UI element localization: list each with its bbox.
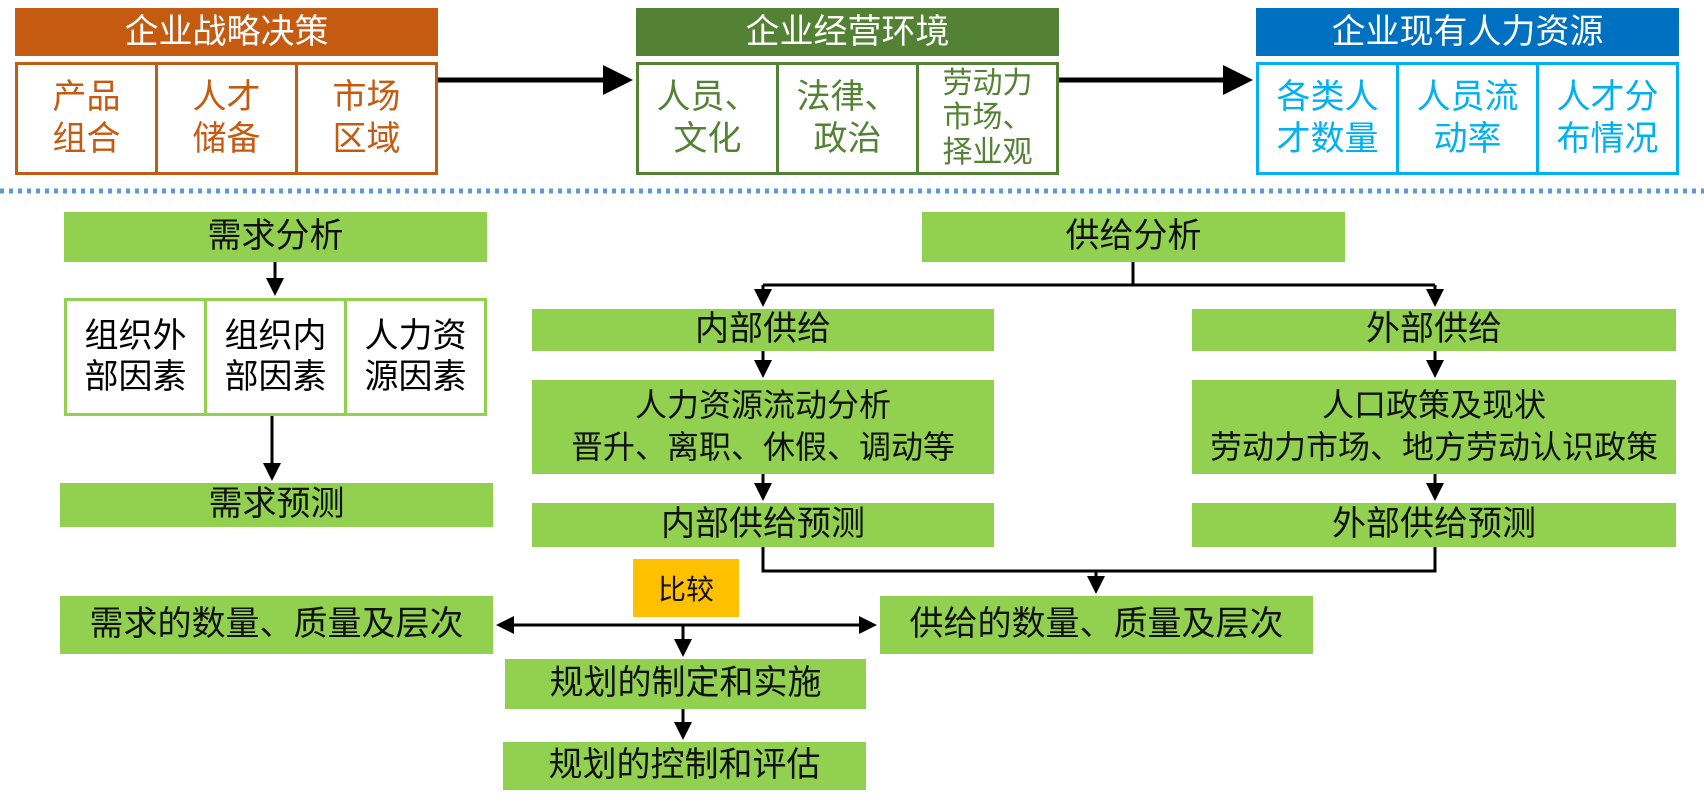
environment-item-culture: 人员、 文化 xyxy=(639,65,779,172)
demand-forecast-label: 需求预测 xyxy=(208,484,345,525)
external-supply-label: 外部供给 xyxy=(1366,309,1502,350)
supply-analysis: 供给分析 xyxy=(922,212,1345,262)
strategy-items: 产品 组合 人才 储备 市场 区域 xyxy=(15,62,438,175)
environment-items: 人员、 文化 法律、 政治 劳动力 市场、 择业观 xyxy=(636,62,1059,175)
supply-result-label: 供给的数量、质量及层次 xyxy=(909,604,1284,645)
plan-control-label: 规划的控制和评估 xyxy=(548,745,821,786)
compare-label: 比较 xyxy=(657,573,714,606)
plan-make: 规划的制定和实施 xyxy=(505,659,866,709)
environment-item-law: 法律、 政治 xyxy=(779,65,919,172)
internal-detail: 人力资源流动分析 晋升、离职、休假、调动等 xyxy=(532,380,994,474)
plan-make-label: 规划的制定和实施 xyxy=(549,663,822,704)
factor-external: 组织外 部因素 xyxy=(67,301,207,413)
environment-title: 企业经营环境 xyxy=(745,12,950,52)
supply-merge-line xyxy=(761,547,1437,573)
internal-supply-label: 内部供给 xyxy=(695,309,831,350)
supply-result: 供给的数量、质量及层次 xyxy=(880,596,1313,654)
external-detail-label: 人口政策及现状 劳动力市场、地方劳动认识政策 xyxy=(1209,386,1658,466)
resources-item-distribution: 人才分 布情况 xyxy=(1556,77,1659,159)
demand-factors: 组织外 部因素 组织内 部因素 人力资 源因素 xyxy=(64,298,487,416)
strategy-item-market: 市场 区域 xyxy=(332,77,401,159)
demand-analysis-label: 需求分析 xyxy=(207,216,344,257)
external-forecast: 外部供给预测 xyxy=(1192,503,1676,547)
resources-title: 企业现有人力资源 xyxy=(1331,12,1604,52)
compare-badge: 比较 xyxy=(633,559,739,617)
internal-detail-label: 人力资源流动分析 晋升、离职、休假、调动等 xyxy=(570,386,955,466)
environment-item-labor: 劳动力 市场、 择业观 xyxy=(942,65,1033,170)
internal-forecast: 内部供给预测 xyxy=(532,503,994,547)
resources-item-quantity: 各类人 才数量 xyxy=(1259,65,1399,172)
external-detail: 人口政策及现状 劳动力市场、地方劳动认识政策 xyxy=(1192,380,1676,474)
factor-hr: 人力资 源因素 xyxy=(364,315,467,397)
resources-items: 各类人 才数量 人员流 动率 人才分 布情况 xyxy=(1256,62,1679,175)
resources-item-turnover: 人员流 动率 xyxy=(1399,65,1539,172)
supply-analysis-label: 供给分析 xyxy=(1065,216,1202,257)
external-supply: 外部供给 xyxy=(1192,309,1676,351)
external-forecast-label: 外部供给预测 xyxy=(1332,504,1536,545)
environment-header: 企业经营环境 xyxy=(636,8,1059,56)
strategy-header: 企业战略决策 xyxy=(15,8,438,56)
plan-control: 规划的控制和评估 xyxy=(503,742,866,790)
strategy-item-talent: 人才 储备 xyxy=(158,65,298,172)
demand-analysis: 需求分析 xyxy=(64,212,487,262)
strategy-title: 企业战略决策 xyxy=(124,12,329,52)
internal-supply: 内部供给 xyxy=(532,309,994,351)
internal-forecast-label: 内部供给预测 xyxy=(661,504,865,545)
resources-header: 企业现有人力资源 xyxy=(1256,8,1679,56)
demand-result: 需求的数量、质量及层次 xyxy=(60,596,493,654)
demand-result-label: 需求的数量、质量及层次 xyxy=(89,604,464,645)
demand-forecast: 需求预测 xyxy=(60,483,493,527)
factor-internal: 组织内 部因素 xyxy=(207,301,347,413)
strategy-item-product: 产品 组合 xyxy=(18,65,158,172)
